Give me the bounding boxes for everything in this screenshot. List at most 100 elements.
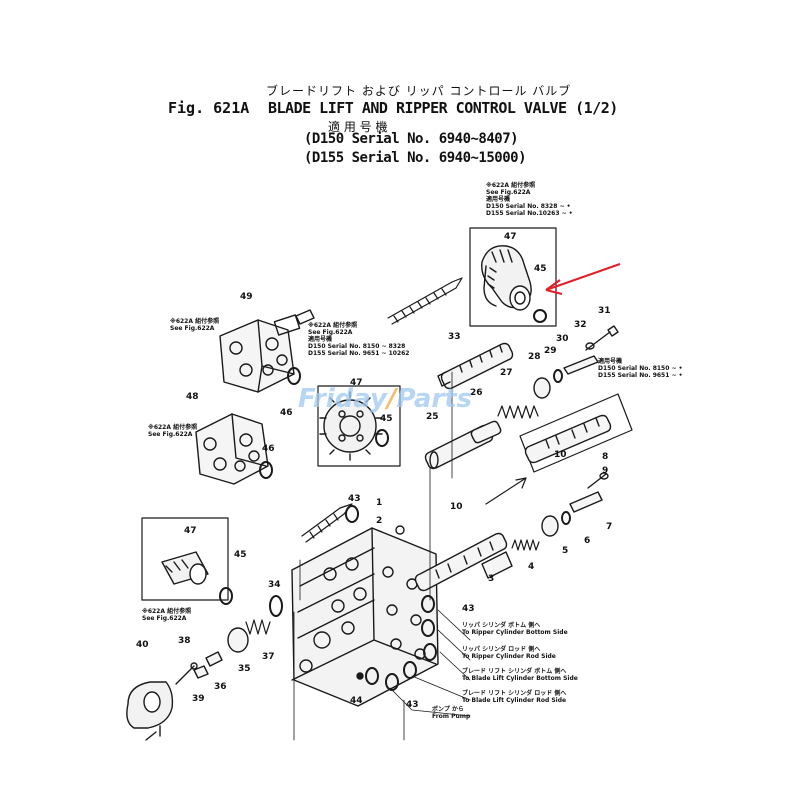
fitting-47-upper bbox=[481, 245, 532, 311]
hatched-arrow-upper bbox=[387, 277, 463, 325]
spool-33 bbox=[437, 342, 514, 390]
part-number-9: 9 bbox=[602, 466, 609, 476]
washer-32 bbox=[585, 342, 595, 350]
part-number-46-upper: 46 bbox=[280, 408, 293, 418]
bolt-38 bbox=[175, 662, 198, 685]
part-number-38: 38 bbox=[178, 636, 191, 646]
part-number-33: 33 bbox=[448, 332, 461, 342]
spring-27 bbox=[497, 405, 539, 419]
part-number-3: 3 bbox=[488, 574, 495, 584]
part-number-6: 6 bbox=[584, 536, 591, 546]
gear-fitting-47-middle bbox=[319, 391, 383, 461]
part-number-1: 1 bbox=[376, 498, 383, 508]
part-number-47-upper: 47 bbox=[504, 232, 517, 242]
part-number-29: 29 bbox=[544, 346, 557, 356]
oring-34 bbox=[269, 595, 283, 617]
valve-body bbox=[291, 527, 439, 707]
detail-box-middle bbox=[317, 385, 401, 467]
cap-40 bbox=[126, 681, 174, 737]
spool-10-lower bbox=[414, 532, 508, 592]
fitting-49 bbox=[219, 309, 315, 393]
part-number-5: 5 bbox=[562, 546, 569, 556]
plug-44 bbox=[356, 672, 364, 680]
spring-37 bbox=[245, 619, 271, 635]
plug-35 bbox=[227, 627, 249, 653]
oring-29 bbox=[553, 369, 563, 383]
screw-bottom bbox=[145, 731, 157, 741]
plate-7 bbox=[569, 491, 603, 513]
part-number-2: 2 bbox=[376, 516, 383, 526]
oring-43-top bbox=[345, 505, 359, 523]
plate-30 bbox=[563, 355, 599, 375]
plug-26 bbox=[470, 420, 502, 444]
part-number-10-lower: 10 bbox=[450, 502, 463, 512]
watermark-slash-icon: / bbox=[386, 384, 397, 414]
part-number-46-lower: 46 bbox=[262, 444, 275, 454]
callout-right-serial: 適用号機 D150 Serial No. 8150 ~ • D155 Seria… bbox=[598, 358, 683, 379]
part-number-47-middle: 47 bbox=[350, 378, 363, 388]
red-pointer-arrow bbox=[545, 263, 621, 295]
part-number-45-middle: 45 bbox=[380, 414, 393, 424]
part-number-45-upper: 45 bbox=[534, 264, 547, 274]
part-number-35: 35 bbox=[238, 664, 251, 674]
part-number-26: 26 bbox=[470, 388, 483, 398]
part-number-37: 37 bbox=[262, 652, 275, 662]
part-number-45-lower: 45 bbox=[234, 550, 247, 560]
oring-port-1 bbox=[421, 595, 435, 613]
leader-lines bbox=[293, 371, 471, 741]
oring-45-lower bbox=[219, 587, 233, 605]
part-number-27: 27 bbox=[500, 368, 513, 378]
part-number-7: 7 bbox=[606, 522, 613, 532]
part-number-49: 49 bbox=[240, 292, 253, 302]
bolt-8 bbox=[587, 473, 607, 489]
oring-port-4 bbox=[403, 661, 417, 679]
fitting-47-lower bbox=[161, 551, 209, 585]
part-number-4: 4 bbox=[528, 562, 535, 572]
washer-9 bbox=[599, 472, 609, 480]
main-title: BLADE LIFT AND RIPPER CONTROL VALVE (1/2… bbox=[268, 99, 618, 117]
oring-45-upper bbox=[533, 309, 547, 323]
fitting-48 bbox=[195, 413, 269, 485]
oring-port-6 bbox=[365, 667, 379, 685]
detail-box-top-right bbox=[469, 227, 557, 327]
oring-46-upper bbox=[287, 367, 301, 385]
callout-part-48: ※622A 組付参照 See Fig.622A bbox=[148, 424, 198, 438]
part-number-43-right: 43 bbox=[462, 604, 475, 614]
nut-39 bbox=[193, 665, 209, 679]
oring-46-lower bbox=[259, 461, 273, 479]
part-number-48: 48 bbox=[186, 392, 199, 402]
arrow-right-return bbox=[485, 477, 527, 505]
hatched-arrow-lower bbox=[301, 503, 353, 543]
oring-port-3 bbox=[423, 643, 437, 661]
bolt-31 bbox=[585, 325, 619, 351]
serial-d155: (D155 Serial No. 6940~15000) bbox=[304, 150, 527, 166]
part-number-40: 40 bbox=[136, 640, 149, 650]
part-number-10-right: 10 bbox=[554, 450, 567, 460]
figure-label: Fig. 621A bbox=[168, 99, 250, 117]
screw-36 bbox=[205, 651, 223, 667]
part-number-43-top: 43 bbox=[348, 494, 361, 504]
spring-4 bbox=[511, 539, 540, 551]
callout-part-47-lower: ※622A 組付参照 See Fig.622A bbox=[142, 608, 192, 622]
jp-title: ブレードリフト および リッパ コントロール バルブ bbox=[266, 84, 572, 98]
part-number-32: 32 bbox=[574, 320, 587, 330]
plug-5 bbox=[541, 515, 559, 537]
watermark-logo: Friday/Parts bbox=[298, 384, 473, 414]
part-number-25: 25 bbox=[426, 412, 439, 422]
callout-top-right: ※622A 組付参照 See Fig.622A 適用号機 D150 Serial… bbox=[486, 182, 573, 217]
serial-d150: (D150 Serial No. 6940~8407) bbox=[304, 131, 519, 147]
part-number-8: 8 bbox=[602, 452, 609, 462]
detail-box-lower-left bbox=[141, 517, 229, 601]
jp-applicable-models: 適 用 号 機 bbox=[328, 120, 388, 134]
plug-2 bbox=[395, 525, 405, 535]
part-number-39: 39 bbox=[192, 694, 205, 704]
oring-45-middle bbox=[375, 429, 389, 447]
oring-6 bbox=[561, 511, 571, 525]
part-number-43-bottom: 43 bbox=[406, 700, 419, 710]
